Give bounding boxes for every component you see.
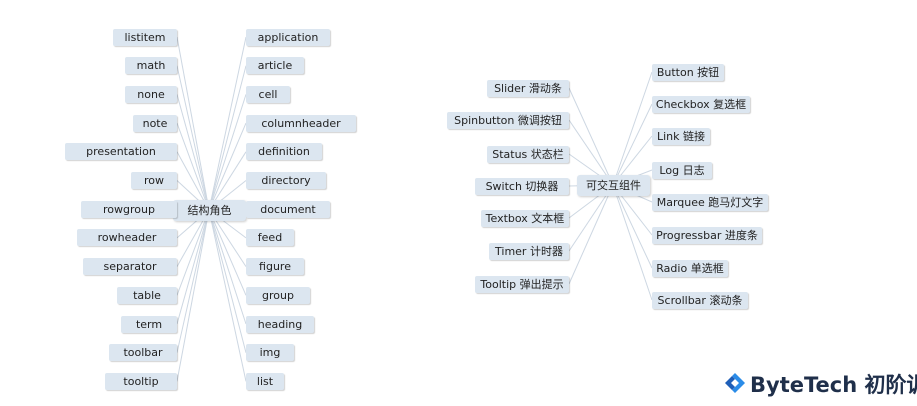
structural-node-term: term — [121, 315, 177, 333]
structural-node-note: note — [133, 114, 177, 132]
structural-connector-left-10 — [176, 209, 210, 325]
structural-node-article: article — [246, 57, 304, 75]
interactive-node-status: Status 状态栏 — [487, 145, 569, 163]
interactive-node-progressbar: Progressbar 进度条 — [652, 226, 762, 244]
structural-connector-left-12 — [176, 209, 210, 382]
structural-node-list: list — [246, 372, 284, 390]
structural-connector-left-9 — [176, 209, 210, 296]
structural-connector-right-11 — [208, 209, 247, 353]
structural-node-tooltip: tooltip — [105, 372, 177, 390]
interactive-node-spinbutton: Spinbutton 微调按钮 — [447, 111, 569, 129]
structural-node-group: group — [246, 286, 310, 304]
structural-node-columnheader: columnheader — [246, 114, 356, 132]
structural-node-document: document — [246, 200, 330, 218]
structural-node-table: table — [117, 286, 177, 304]
interactive-connector-left-0 — [568, 87, 614, 186]
interactive-node-switch: Switch 切换器 — [475, 177, 569, 195]
structural-node-none: none — [125, 85, 177, 103]
structural-node-feed: feed — [246, 229, 294, 247]
structural-node-toolbar: toolbar — [109, 344, 177, 362]
structural-node-application: application — [246, 28, 330, 46]
bytetech-brand: ByteTech 初阶训 — [724, 368, 917, 398]
structural-roles-center: 结构角色 — [173, 200, 246, 221]
structural-connector-left-3 — [176, 122, 210, 211]
interactive-node-button: Button 按钮 — [652, 63, 724, 81]
interactive-node-timer: Timer 计时器 — [489, 242, 569, 260]
structural-connector-left-11 — [176, 209, 210, 353]
structural-connector-right-1 — [208, 65, 247, 211]
structural-node-listitem: listitem — [113, 28, 177, 46]
structural-node-img: img — [246, 344, 294, 362]
interactive-node-scrollbar: Scrollbar 滚动条 — [652, 291, 748, 309]
bytetech-logo-icon — [725, 373, 745, 393]
structural-node-row: row — [131, 172, 177, 189]
interactive-connector-right-6 — [612, 184, 653, 269]
interactive-connector-right-1 — [612, 103, 653, 186]
interactive-widgets-center: 可交互组件 — [577, 175, 650, 196]
interactive-connector-left-1 — [568, 119, 614, 186]
structural-node-cell: cell — [246, 85, 290, 103]
structural-connector-right-9 — [208, 209, 247, 296]
interactive-connector-right-7 — [612, 184, 653, 301]
structural-connector-left-1 — [176, 65, 210, 211]
interactive-node-slider: Slider 滑动条 — [487, 79, 569, 97]
structural-connector-right-3 — [208, 122, 247, 211]
structural-connector-right-10 — [208, 209, 247, 325]
structural-node-presentation: presentation — [65, 143, 177, 161]
structural-node-definition: definition — [246, 143, 322, 161]
interactive-node-checkbox: Checkbox 复选框 — [652, 95, 750, 113]
interactive-node-textbox: Textbox 文本框 — [481, 209, 569, 227]
structural-node-separator: separator — [83, 258, 177, 276]
structural-node-rowheader: rowheader — [77, 229, 177, 247]
structural-connector-left-2 — [176, 94, 210, 211]
structural-node-figure: figure — [246, 258, 304, 276]
brand-name: ByteTech 初阶训 — [750, 373, 917, 397]
interactive-node-log: Log 日志 — [652, 161, 712, 179]
structural-connector-right-12 — [208, 209, 247, 382]
interactive-node-radio: Radio 单选框 — [652, 259, 728, 277]
structural-node-math: math — [125, 57, 177, 75]
structural-connector-left-0 — [176, 36, 210, 211]
structural-node-directory: directory — [246, 172, 326, 189]
structural-connector-right-0 — [208, 36, 247, 211]
structural-connector-right-2 — [208, 94, 247, 211]
interactive-connector-left-5 — [568, 184, 614, 252]
structural-node-rowgroup: rowgroup — [81, 200, 177, 218]
interactive-node-tooltip: Tooltip 弹出提示 — [475, 275, 569, 293]
interactive-node-link: Link 链接 — [652, 127, 710, 145]
interactive-node-marquee: Marquee 跑马灯文字 — [652, 193, 768, 211]
interactive-connector-left-6 — [568, 184, 614, 285]
interactive-connector-right-0 — [612, 71, 653, 186]
structural-node-heading: heading — [246, 315, 314, 333]
